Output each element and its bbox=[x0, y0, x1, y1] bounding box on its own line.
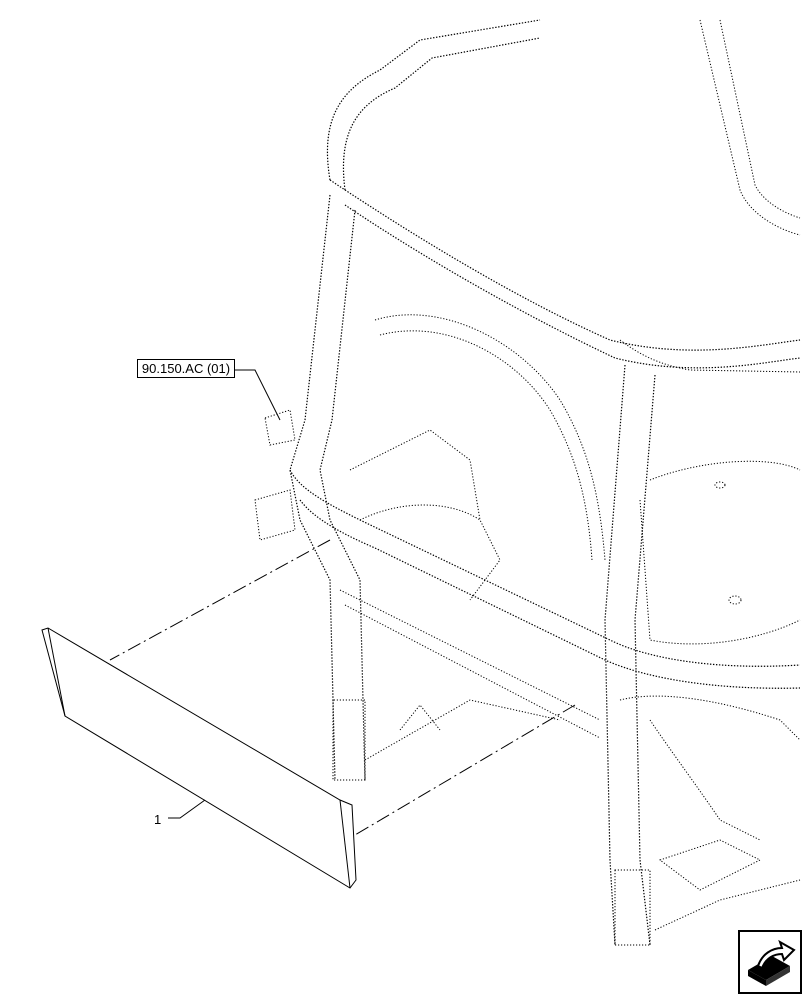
reference-leader-line bbox=[235, 369, 281, 421]
mounting-bracket bbox=[254, 409, 296, 541]
cab-floor-structure bbox=[364, 695, 801, 931]
cab-right-post bbox=[604, 364, 656, 946]
item-number-label: 1 bbox=[154, 812, 162, 827]
cab-lower-crossmember bbox=[289, 469, 801, 739]
next-page-button[interactable] bbox=[738, 930, 802, 994]
cab-left-post bbox=[289, 194, 366, 781]
reference-callout[interactable]: 90.150.AC (01) bbox=[137, 359, 235, 378]
item-leader-line bbox=[168, 799, 206, 819]
panel-part bbox=[41, 627, 357, 889]
next-page-arrow-icon bbox=[748, 939, 796, 986]
cab-inner-arch bbox=[349, 314, 801, 645]
assembly-lines bbox=[109, 539, 576, 836]
cab-roof-rail bbox=[326, 19, 801, 373]
